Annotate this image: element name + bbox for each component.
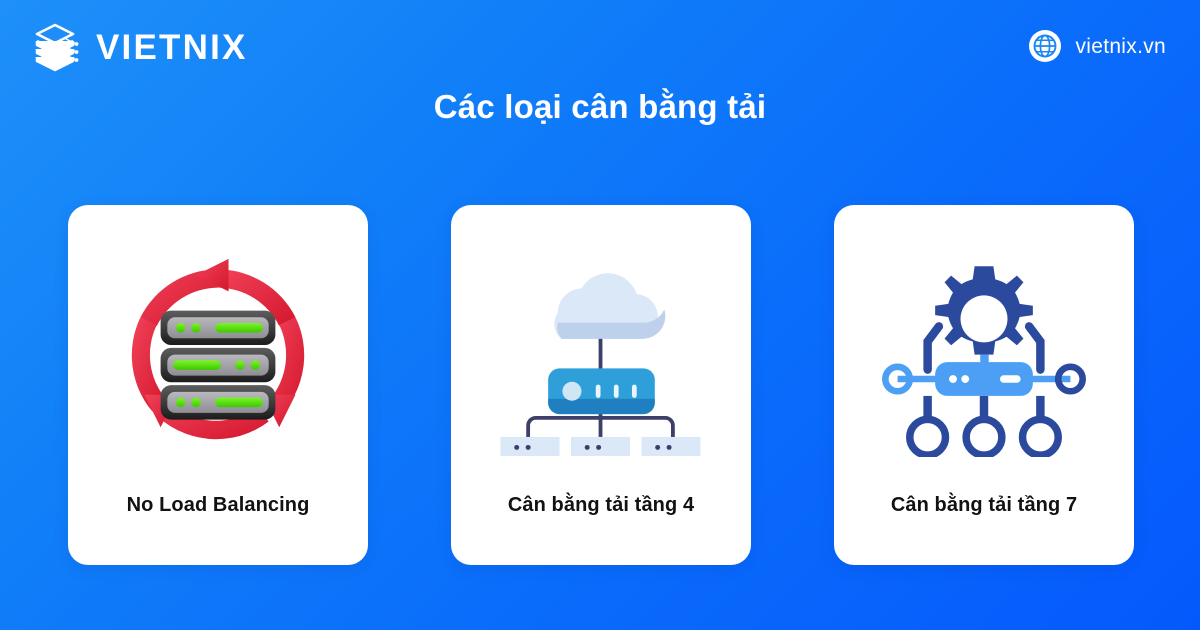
site-url-badge[interactable]: vietnix.vn xyxy=(1028,29,1166,63)
card-layer-7-load-balancing[interactable]: Cân bằng tải tầng 7 xyxy=(834,205,1134,565)
stacked-layers-icon xyxy=(28,20,82,74)
card-list: No Load Balancing xyxy=(68,205,1134,565)
card-layer-4-load-balancing[interactable]: Cân bằng tải tầng 4 xyxy=(451,205,751,565)
server-stack-with-red-refresh-arrows-icon xyxy=(68,205,368,494)
gear-server-three-nodes-icon xyxy=(834,205,1134,494)
globe-icon xyxy=(1028,29,1062,63)
card-label: Cân bằng tải tầng 4 xyxy=(507,494,695,516)
cloud-load-balancer-three-servers-icon xyxy=(451,205,751,494)
brand-name: VIETNIX xyxy=(96,27,248,67)
card-label: Cân bằng tải tầng 7 xyxy=(890,494,1078,516)
site-url-text: vietnix.vn xyxy=(1075,34,1166,58)
card-no-load-balancing[interactable]: No Load Balancing xyxy=(68,205,368,565)
brand-logo[interactable]: VIETNIX xyxy=(28,20,248,74)
card-label: No Load Balancing xyxy=(126,494,310,516)
page-title: Các loại cân bằng tải xyxy=(433,88,767,125)
